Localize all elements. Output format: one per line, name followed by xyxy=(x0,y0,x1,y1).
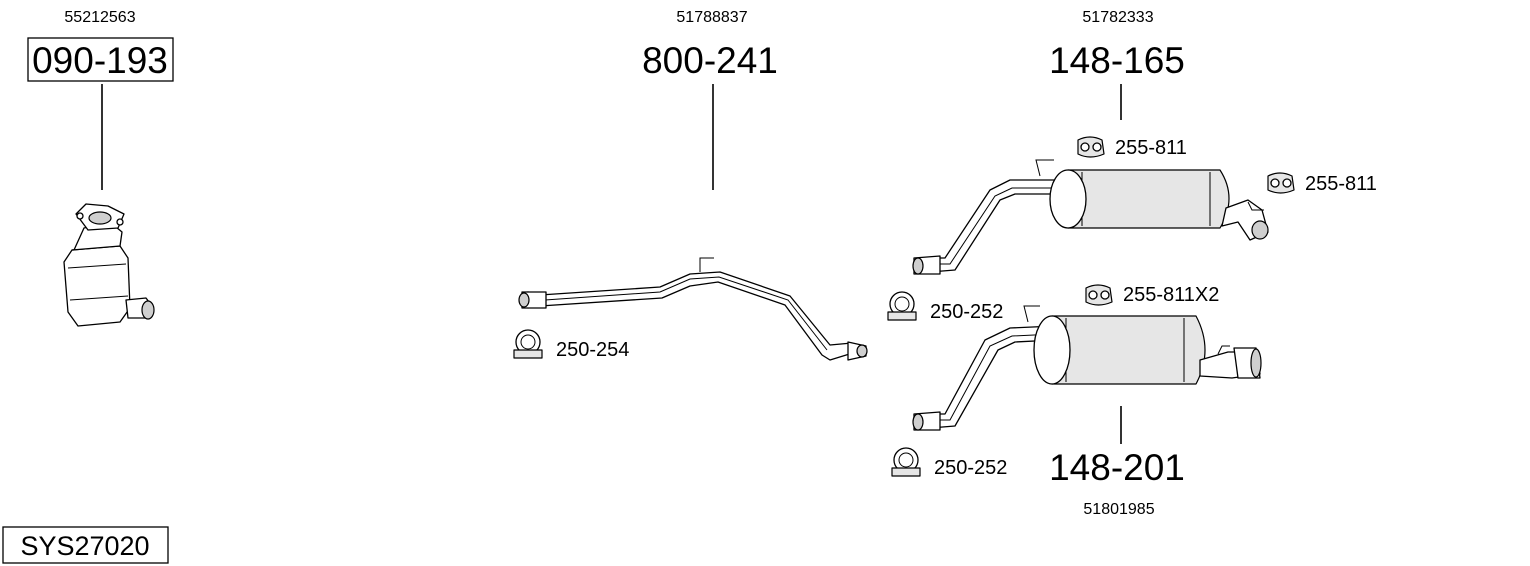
clamp-label-250-252-lower: 250-252 xyxy=(934,457,1007,479)
middle-pipe-group: 51788837 800-241 250-254 xyxy=(513,9,868,361)
catalyst-drawing[interactable] xyxy=(63,203,155,327)
pipe-clamp-icon xyxy=(887,291,917,321)
hanger-255-811-b[interactable]: 255-811 xyxy=(1267,172,1377,195)
rubber-hanger-icon xyxy=(1077,136,1105,158)
hanger-label-255-811-a: 255-811 xyxy=(1115,137,1187,159)
rear-silencer-upper-group: 51782333 148-165 xyxy=(887,9,1377,323)
oe-number-catalyst: 55212563 xyxy=(64,9,135,26)
hanger-label-255-811x2: 255-811X2 xyxy=(1123,284,1219,306)
oe-number-rear-silencer-lower: 51801985 xyxy=(1083,501,1154,518)
rear-silencer-upper-drawing[interactable] xyxy=(912,159,1269,275)
part-number-rear-silencer-lower[interactable]: 148-201 xyxy=(1049,447,1185,488)
system-number: SYS27020 xyxy=(20,531,149,561)
hanger-label-255-811-b: 255-811 xyxy=(1305,173,1377,195)
clamp-250-254[interactable]: 250-254 xyxy=(513,329,629,361)
clamp-label-250-252-upper: 250-252 xyxy=(930,301,1003,323)
rear-silencer-lower-group: 148-201 51801985 255-811X2 250-252 xyxy=(891,284,1262,518)
part-number-box-catalyst xyxy=(27,37,174,82)
system-number-box xyxy=(2,526,169,564)
part-number-catalyst[interactable]: 090-193 xyxy=(32,40,168,81)
middle-pipe-drawing[interactable] xyxy=(518,257,868,361)
part-number-rear-silencer-upper[interactable]: 148-165 xyxy=(1049,40,1185,81)
oe-number-middle-pipe: 51788837 xyxy=(676,9,747,26)
catalyst-group: 55212563 090-193 xyxy=(27,9,174,327)
rear-silencer-lower-drawing[interactable] xyxy=(912,305,1262,431)
part-number-middle-pipe[interactable]: 800-241 xyxy=(642,40,778,81)
system-number-group: SYS27020 xyxy=(2,526,169,564)
clamp-250-252-lower[interactable]: 250-252 xyxy=(891,447,1007,479)
pipe-clamp-icon xyxy=(513,329,543,359)
rubber-hanger-icon xyxy=(1267,172,1295,194)
clamp-label-250-254: 250-254 xyxy=(556,339,629,361)
hanger-255-811x2[interactable]: 255-811X2 xyxy=(1085,284,1219,306)
hanger-255-811-a[interactable]: 255-811 xyxy=(1077,136,1187,159)
clamp-250-252-upper[interactable]: 250-252 xyxy=(887,291,1003,323)
oe-number-rear-silencer-upper: 51782333 xyxy=(1082,9,1153,26)
pipe-clamp-icon xyxy=(891,447,921,477)
rubber-hanger-icon xyxy=(1085,284,1113,306)
